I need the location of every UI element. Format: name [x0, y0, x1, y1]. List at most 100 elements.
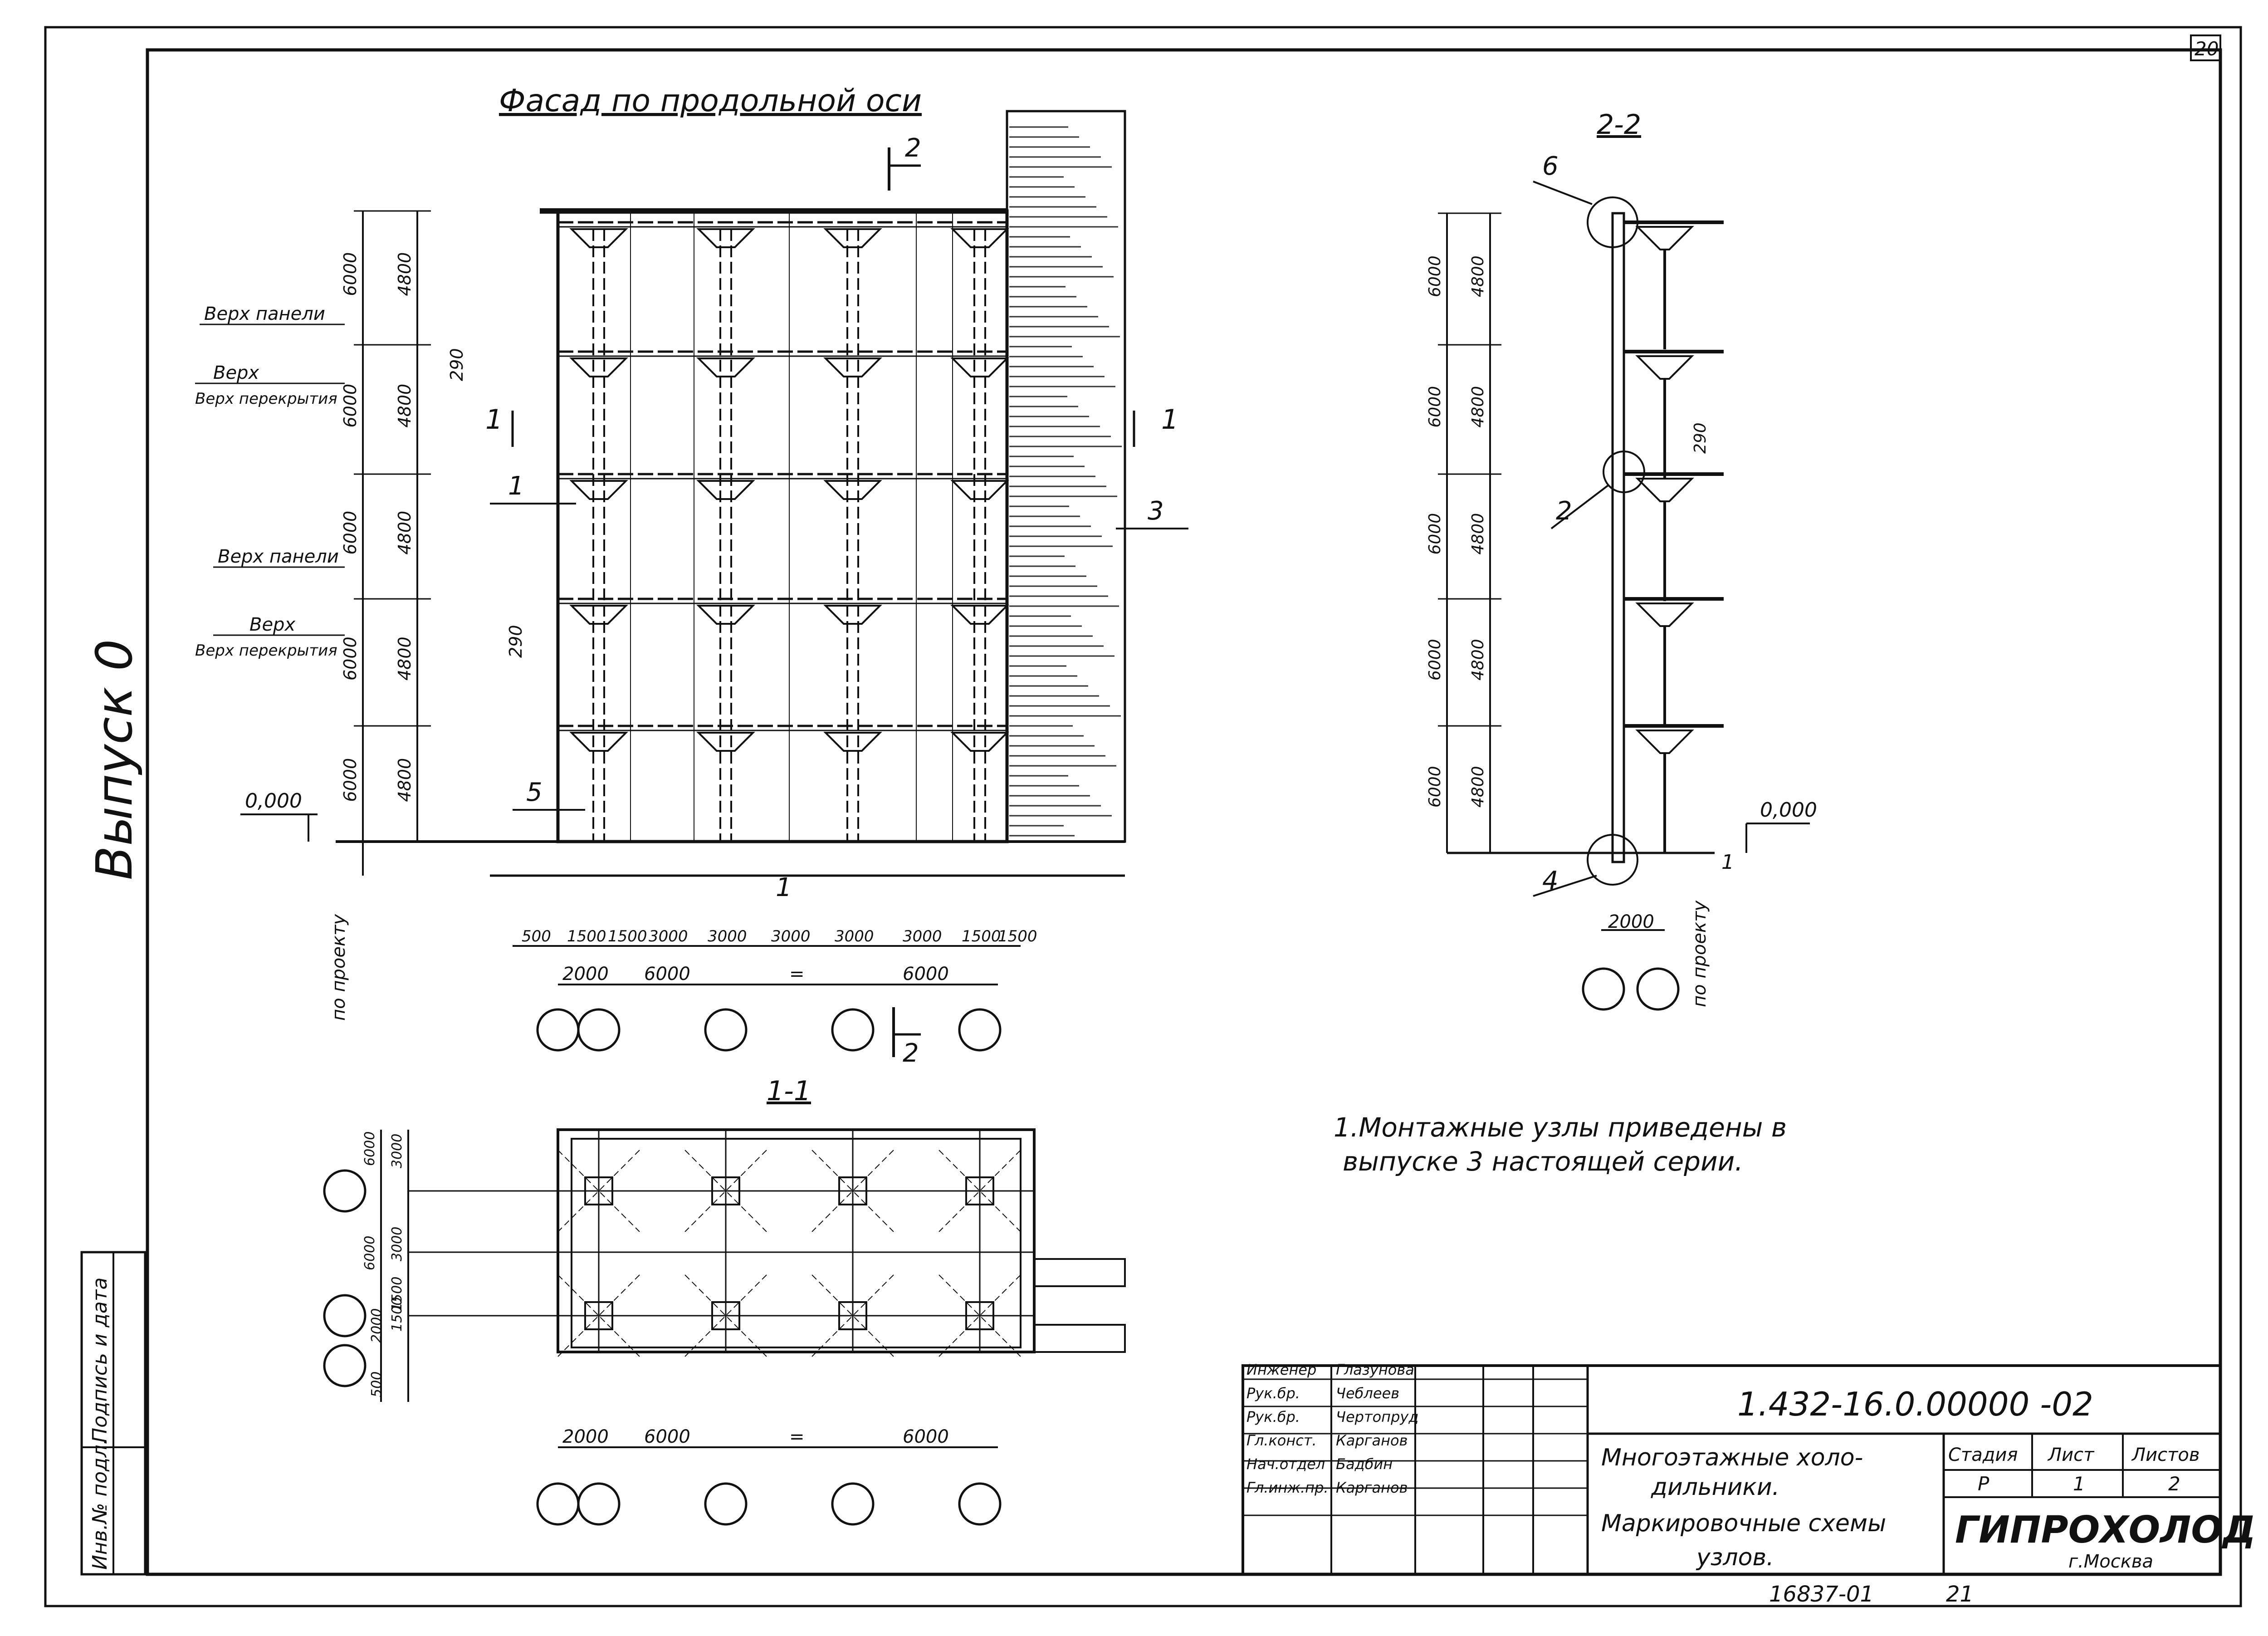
section22-floor-height: 4800 — [1469, 255, 1487, 297]
stamp-stage-header: Стадия — [1948, 1445, 2018, 1465]
section22-level-height: 6000 — [1426, 766, 1444, 808]
facade-dim-290-a: 290 — [447, 348, 467, 381]
section22-level-height: 6000 — [1426, 255, 1444, 297]
section11-bottom-dim: 6000 — [644, 1426, 690, 1447]
column-capital — [1635, 730, 1694, 754]
column-capital — [696, 605, 755, 625]
stamp-sheet: 1 — [2073, 1473, 2085, 1495]
column-capital — [1635, 355, 1694, 380]
section22-level-height: 6000 — [1426, 513, 1444, 555]
section22-dim-290: 290 — [1691, 422, 1710, 454]
axis-bubble — [577, 1482, 621, 1526]
facade-label-top-slab-1b: Верх перекрытия — [195, 390, 337, 408]
facade-title: Фасад по продольной оси — [499, 83, 922, 119]
outer-border — [44, 26, 2242, 1607]
section22-floor-height: 4800 — [1469, 513, 1487, 555]
stamp-sheets-header: Листов — [2131, 1445, 2200, 1465]
facade-level-height: 6000 — [340, 511, 360, 555]
facade-level-zero: 0,000 — [245, 789, 302, 813]
stamp-name: Чеблеев — [1336, 1385, 1399, 1402]
facade-callout-3: 3 — [1148, 496, 1164, 526]
section22-callout-small: 1 — [1721, 851, 1734, 874]
left-signature-strip: Подпись и дата Инв.№ подл. — [80, 1251, 147, 1576]
stamp-title-1: Многоэтажные холо- — [1601, 1444, 1863, 1471]
section11-bottom-dim: = — [789, 1426, 805, 1447]
column-capital — [1635, 478, 1694, 502]
stamp-title-4: узлов. — [1696, 1544, 1774, 1571]
facade-label-top-slab-2b: Верх перекрытия — [195, 642, 337, 660]
facade-bottom-dim: 3000 — [708, 927, 747, 945]
stamp-role: Инженер — [1246, 1361, 1316, 1378]
section22-callout-6: 6 — [1542, 152, 1559, 181]
facade-bottom-dim: 6000 — [903, 964, 949, 985]
section11-title: 1-1 — [767, 1075, 811, 1107]
section11-left-dim: 1500 — [389, 1297, 405, 1332]
column-capital — [950, 732, 1009, 752]
facade-label-top-panel-2: Верх панели — [218, 546, 339, 567]
stamp-code: 1.432-16.0.00000 -02 — [1737, 1385, 2093, 1423]
strip-label-sign: Подпись и дата — [88, 1278, 112, 1443]
section11-left-dim: 6000 — [362, 1131, 378, 1166]
column-capital — [823, 358, 882, 377]
facade-level-height: 6000 — [340, 758, 360, 802]
facade-callout-1: 1 — [508, 471, 524, 501]
facade-section-mark-right: 1 — [1161, 404, 1178, 436]
column-capital — [696, 480, 755, 500]
bottom-num: 21 — [1946, 1582, 1974, 1607]
section22-level-height: 6000 — [1426, 639, 1444, 681]
column-capital — [569, 228, 628, 248]
facade-bottom-dim: 6000 — [644, 964, 690, 985]
section22-floor-height: 4800 — [1469, 386, 1487, 428]
facade-level-height: 6000 — [340, 637, 360, 681]
column-capital — [569, 732, 628, 752]
axis-bubble — [704, 1008, 748, 1052]
column-capital — [1635, 602, 1694, 627]
facade-drawing: Фасад по продольной оси 2 6000 4800 6000 48… — [195, 83, 1188, 1068]
facade-callout-5: 5 — [526, 778, 543, 807]
facade-bottom-dim: 3000 — [771, 927, 811, 945]
stamp-role: Гл.инж.пр. — [1246, 1479, 1329, 1496]
facade-per-project: по проекту — [328, 914, 349, 1021]
column-capital — [569, 605, 628, 625]
inner-frame — [146, 48, 2222, 1576]
axis-bubble — [958, 1482, 1002, 1526]
section11-left-dim: 3000 — [389, 1134, 405, 1168]
axis-bubble — [704, 1482, 748, 1526]
axis-bubble — [831, 1008, 875, 1052]
facade-floor-height: 4800 — [395, 511, 415, 555]
facade-bottom-dim: 1500 — [962, 927, 1001, 945]
axis-bubble — [831, 1482, 875, 1526]
column-capital — [569, 358, 628, 377]
stamp-role: Рук.бр. — [1246, 1408, 1300, 1425]
facade-label-top-panel-1: Верх панели — [204, 304, 325, 324]
facade-floor-height: 4800 — [395, 384, 415, 428]
column-capital — [823, 228, 882, 248]
section22-floor-height: 4800 — [1469, 766, 1487, 808]
facade-section-mark-top: 2 — [905, 133, 921, 163]
section11-left-dim: 6000 — [362, 1236, 378, 1270]
facade-label-top-slab-1: Верх — [213, 362, 259, 383]
title-block: ИнженерРук.бр.Рук.бр.Гл.конст.Нач.отделГ… — [1242, 1361, 2256, 1576]
column-capital — [696, 732, 755, 752]
facade-bottom-dim: 1500 — [998, 927, 1037, 945]
facade-bottom-dim: 1500 — [608, 927, 647, 945]
section22-floor-height: 4800 — [1469, 639, 1487, 681]
facade-section-mark-bottom: 2 — [903, 1038, 919, 1068]
facade-floor-height: 4800 — [395, 252, 415, 296]
axis-bubble — [958, 1008, 1002, 1052]
stamp-name: Карганов — [1336, 1479, 1408, 1496]
stamp-role: Гл.конст. — [1246, 1432, 1317, 1449]
issue-label: Выпуск 0 — [85, 639, 143, 880]
section11-bottom-dim: 2000 — [562, 1426, 609, 1447]
facade-label-top-slab-2: Верх — [249, 614, 295, 635]
stamp-stage: Р — [1978, 1473, 1989, 1495]
facade-bottom-dim: 3000 — [649, 927, 688, 945]
column-capital — [950, 228, 1009, 248]
column-capital — [569, 480, 628, 500]
stamp-org: ГИПРОХОЛОД — [1955, 1509, 2256, 1552]
facade-bottom-dim: 500 — [522, 927, 551, 945]
bottom-code: 16837-01 — [1769, 1582, 1874, 1607]
facade-section-mark-left: 1 — [485, 404, 503, 436]
